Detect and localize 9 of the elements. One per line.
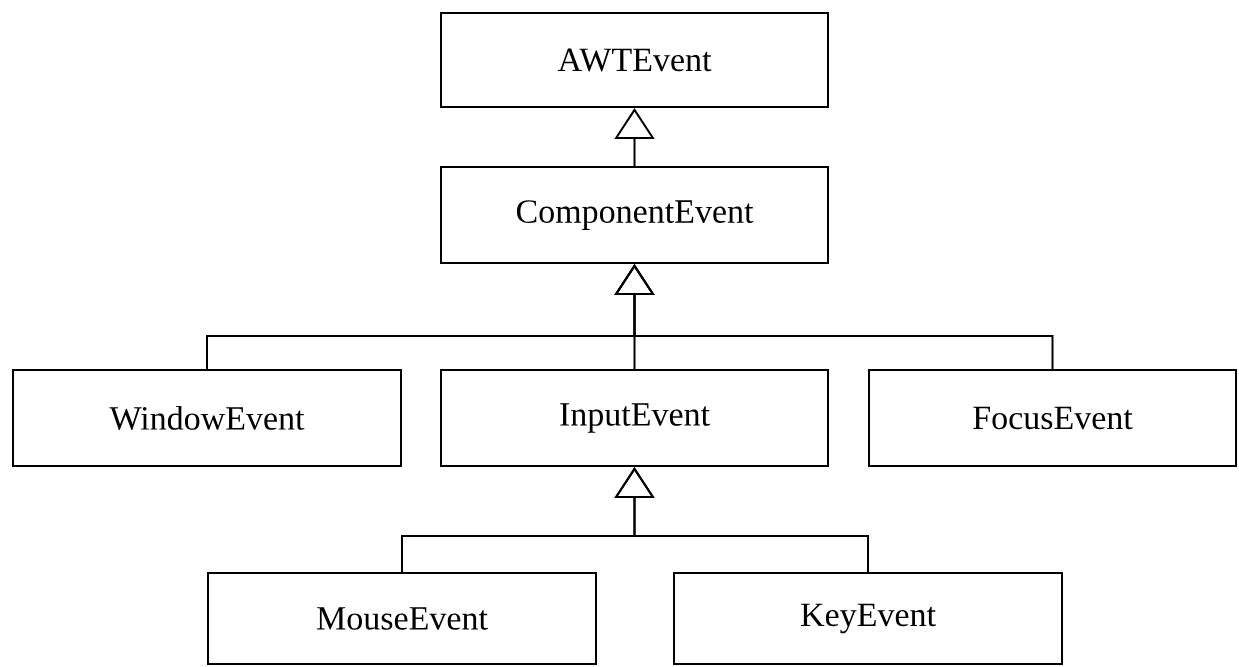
class-box: AWTEvent	[440, 12, 829, 108]
class-box: WindowEvent	[12, 369, 402, 467]
class-box: KeyEvent	[673, 572, 1063, 665]
class-box: InputEvent	[440, 369, 829, 467]
class-box: ComponentEvent	[440, 166, 829, 264]
inheritance-arrow	[614, 467, 869, 573]
class-box: MouseEvent	[207, 572, 597, 665]
class-box: FocusEvent	[868, 369, 1237, 467]
inheritance-arrow	[614, 264, 1054, 370]
